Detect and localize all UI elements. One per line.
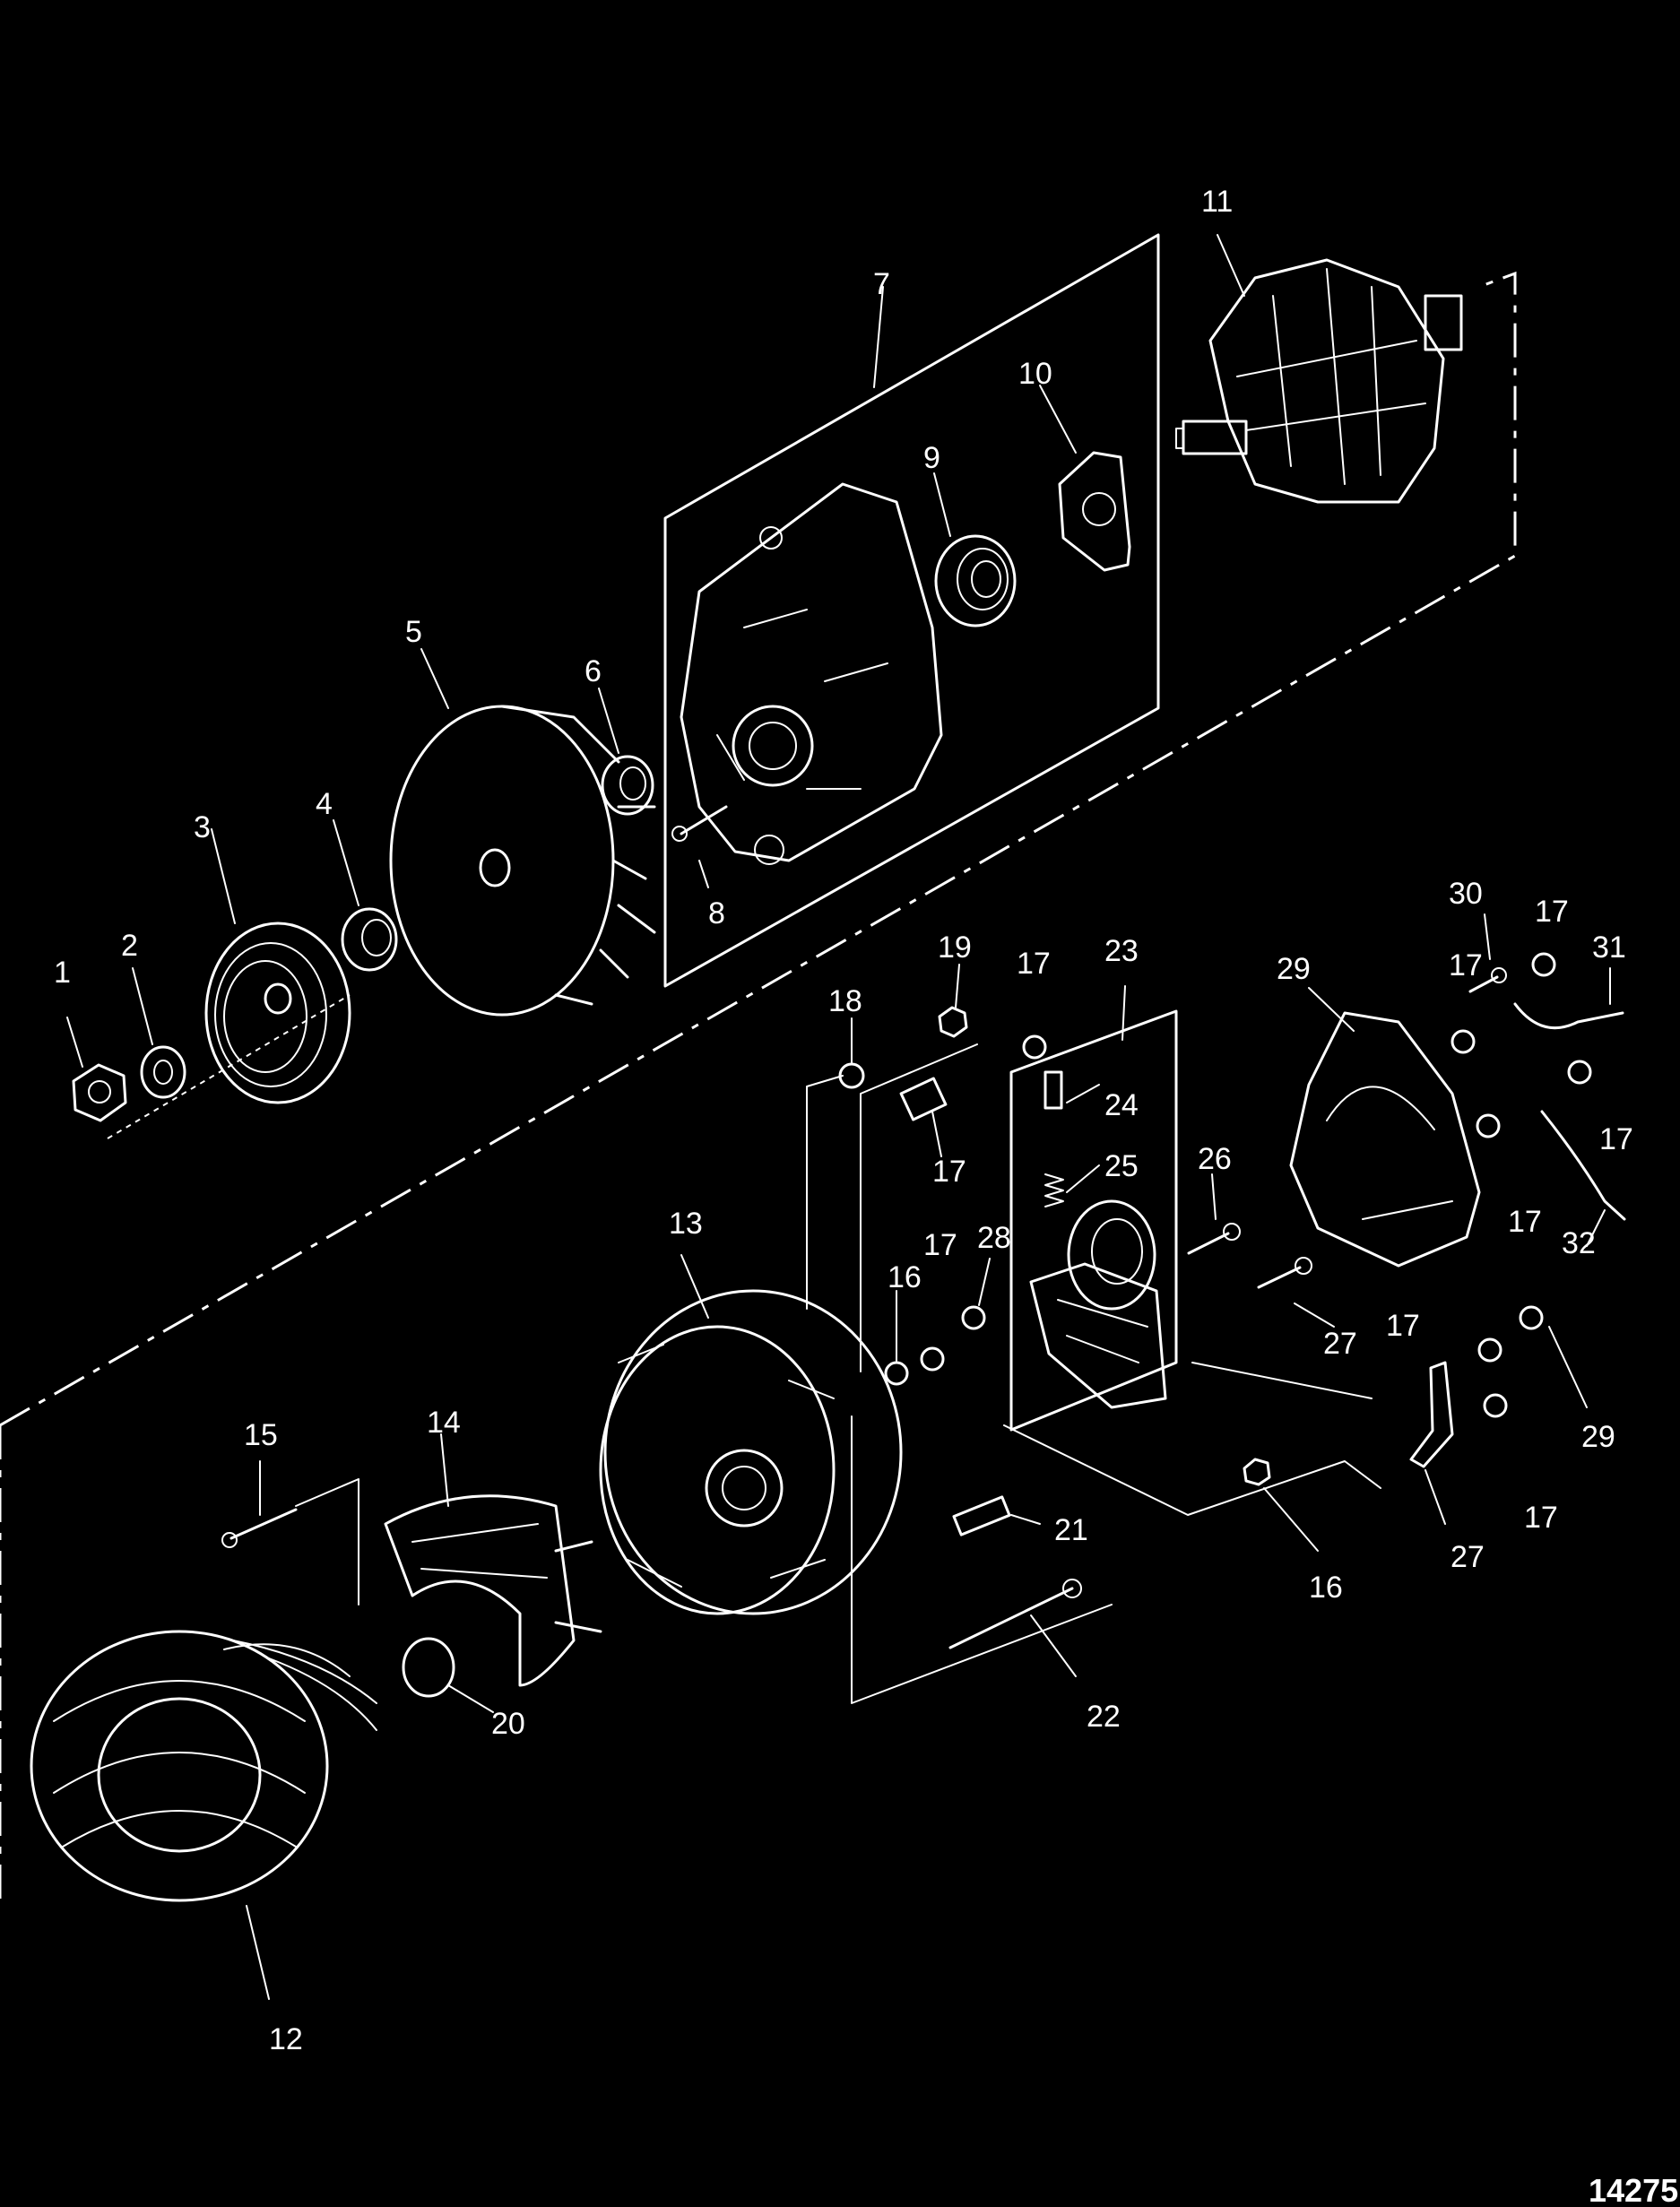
callout-2: 2: [121, 929, 138, 963]
group-box-regulator: [1009, 985, 1178, 1432]
part-11-rotor: [1175, 234, 1463, 504]
callout-33: 32: [1562, 1226, 1596, 1260]
callout-27-lower: 27: [1323, 1327, 1357, 1361]
callout-29-lower: 29: [1581, 1420, 1615, 1454]
callout-17-d: 17: [1535, 895, 1569, 929]
callout-24: 23: [1104, 934, 1139, 968]
callout-17-a: 17: [1017, 947, 1051, 981]
callout-28: 27: [1451, 1540, 1485, 1574]
part-12-stator: [30, 1630, 377, 2000]
leader-lines-rectifier: [295, 1043, 1381, 1704]
part-6-spacer: [598, 688, 654, 816]
callout-5: 5: [405, 615, 422, 649]
part-10-retainer-plate: [1039, 385, 1131, 572]
part-33-wire-lead: [1540, 1110, 1626, 1247]
callout-23: 22: [1087, 1700, 1121, 1734]
callout-30: 29: [1277, 952, 1311, 986]
callout-1: 1: [54, 956, 71, 990]
part-5-fan: [389, 648, 656, 1017]
callout-16-lower: 16: [1309, 1571, 1343, 1605]
part-18-capacitor: [899, 1077, 948, 1157]
callout-12: 12: [269, 2022, 303, 2056]
figure-reference-number: 14275: [1589, 2172, 1678, 2207]
part-22-terminal-stud: [952, 1495, 1041, 1536]
callout-14: 14: [427, 1406, 461, 1440]
part-25-brush: [1044, 1070, 1100, 1110]
callout-27-upper: 26: [1198, 1142, 1232, 1176]
callout-3: 3: [194, 810, 211, 844]
part-3-pulley: [204, 828, 351, 1104]
part-32-wire-lead: [1513, 967, 1624, 1030]
part-27-screw-lower: [1257, 1257, 1335, 1328]
callout-17-f: 17: [1508, 1205, 1542, 1239]
part-29-screw-upper: [961, 1258, 991, 1330]
part-16-nut-lower: [1243, 1458, 1319, 1552]
part-23-long-bolt: [948, 1579, 1082, 1677]
part-14-rectifier-bridge: [384, 1433, 602, 1687]
callout-22: 21: [1054, 1513, 1088, 1547]
part-7-drive-end-frame: [680, 482, 943, 865]
callout-15: 15: [244, 1418, 278, 1452]
callout-17-g: 17: [1386, 1309, 1420, 1343]
part-8-screw: [671, 805, 728, 888]
part-21-o-ring: [402, 1637, 494, 1713]
part-4-spacer: [333, 819, 398, 972]
part-30-rear-cover: [1289, 987, 1481, 1268]
part-9-bearing: [933, 472, 1017, 627]
callout-26: 25: [1104, 1149, 1139, 1183]
assembly-axis-lines: [0, 271, 1517, 1900]
callout-13: 13: [669, 1207, 703, 1241]
callout-labels: 1 2 3 4 5 6 7 8 9 10 11 12 13 14 15 16 1…: [54, 185, 1633, 2056]
part-1-nut: [66, 1017, 127, 1122]
part-26-spring: [1044, 1164, 1100, 1207]
callout-21: 20: [491, 1707, 525, 1741]
callout-8: 8: [708, 896, 725, 930]
part-17-nut-set: [920, 952, 1592, 1418]
part-15-through-bolt: [221, 1460, 298, 1548]
callout-17-b: 17: [923, 1228, 957, 1262]
group-box-drive-end-frame: [663, 233, 1160, 988]
callout-18: 17: [932, 1155, 966, 1189]
part-16-nut-upper: [884, 1290, 909, 1386]
part-29-screw-lower: [1519, 1305, 1588, 1408]
callout-29-upper: 28: [977, 1221, 1011, 1255]
callout-20: 19: [938, 930, 972, 965]
callout-9: 9: [923, 441, 940, 475]
callout-19: 18: [828, 984, 862, 1018]
callout-11: 11: [1201, 185, 1233, 219]
callout-32: 31: [1592, 930, 1626, 965]
callout-6: 6: [585, 654, 602, 688]
part-28-connector-strap: [1409, 1361, 1454, 1525]
callout-17-e: 17: [1599, 1122, 1633, 1156]
part-13-srf-housing: [599, 1254, 903, 1615]
regulator-assembly: [1029, 1199, 1167, 1409]
part-27-screw-upper: [1187, 1173, 1241, 1255]
callout-25: 24: [1104, 1088, 1139, 1122]
callout-16-upper: 16: [888, 1260, 922, 1294]
callout-17-c: 17: [1449, 948, 1483, 982]
part-19-nut: [838, 1017, 865, 1089]
callout-10: 10: [1018, 357, 1052, 391]
callout-31: 30: [1449, 877, 1483, 911]
callout-17-h: 17: [1524, 1501, 1558, 1535]
part-20-nut: [938, 964, 968, 1038]
callout-4: 4: [316, 787, 333, 821]
part-2-lock-washer: [132, 967, 186, 1099]
part-31-screw: [1468, 913, 1507, 993]
callout-7: 7: [873, 267, 890, 301]
